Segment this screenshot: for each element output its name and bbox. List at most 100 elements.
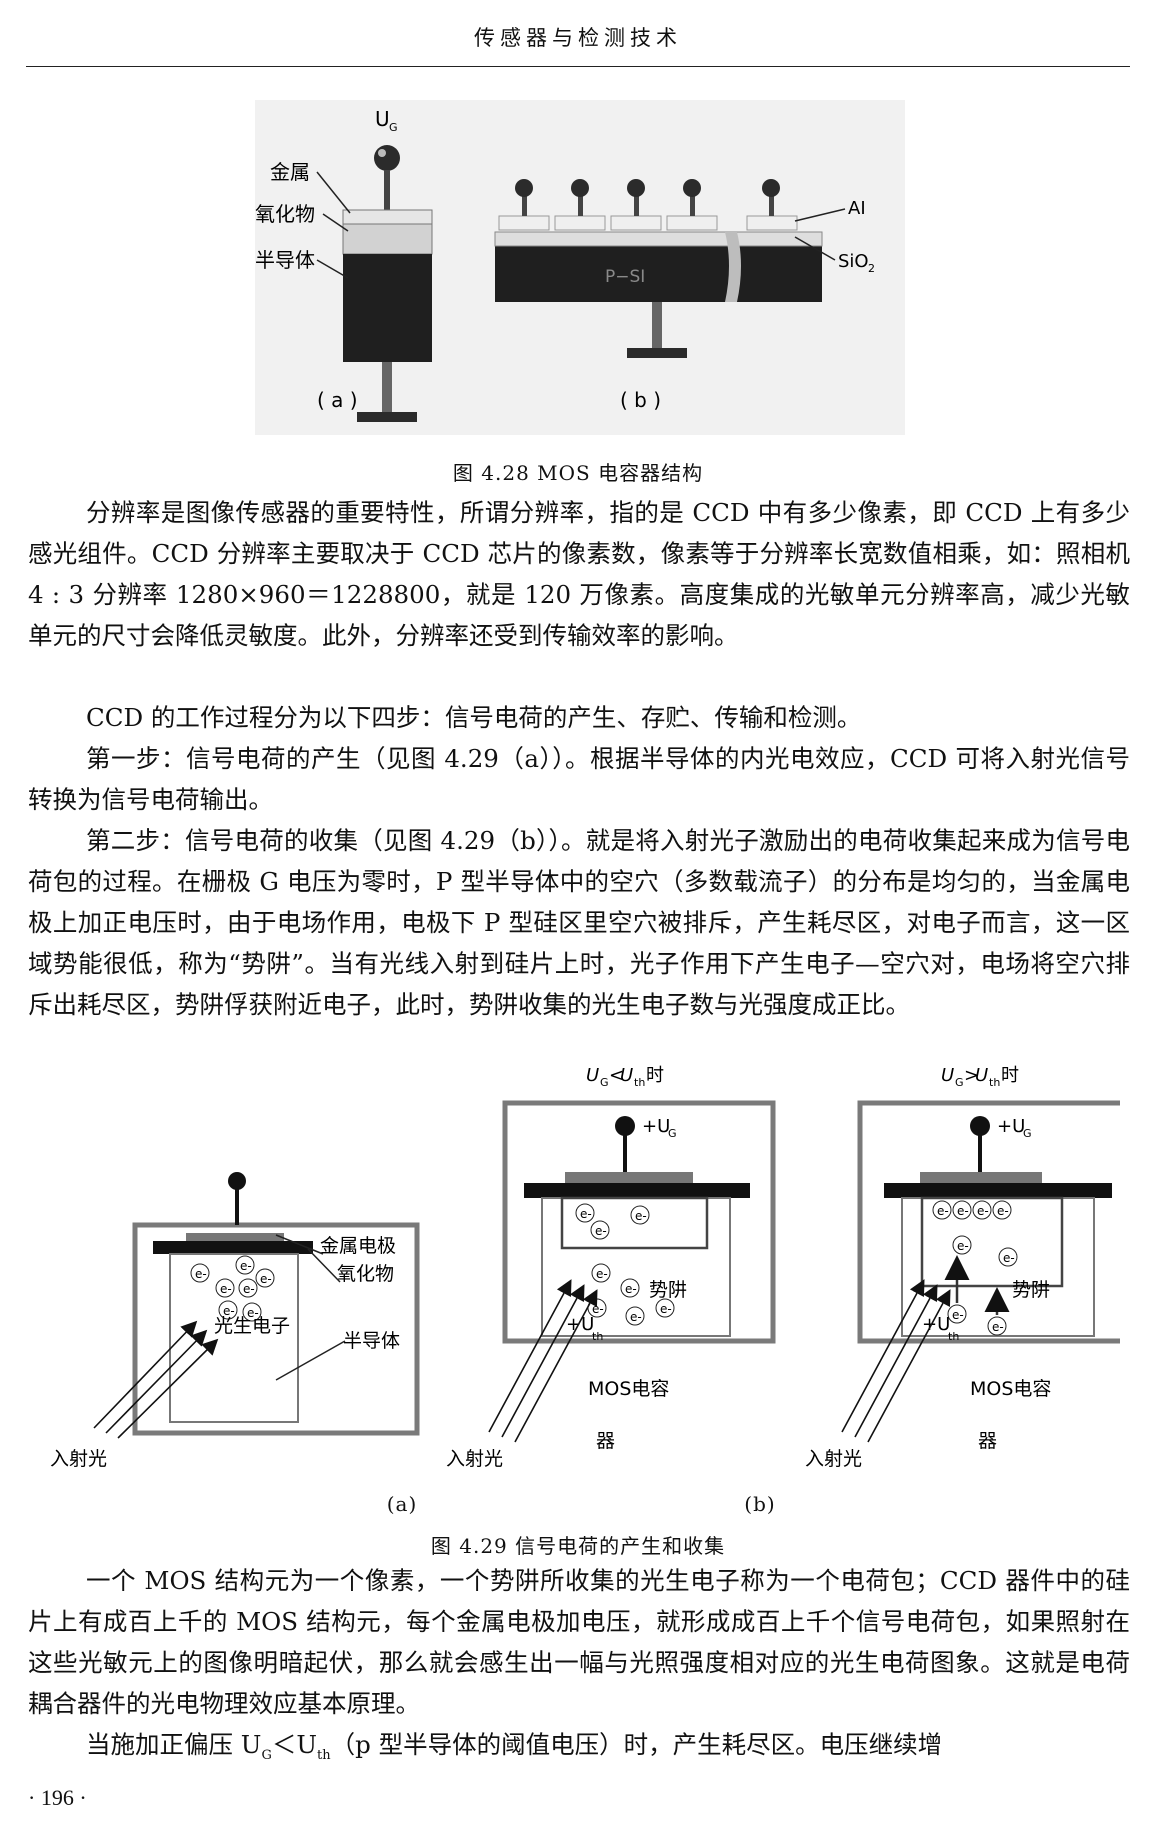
fig428-label-sio2: SiO bbox=[838, 251, 869, 272]
fig429b2-frame bbox=[857, 1100, 1120, 1344]
fig428b-gate-ball bbox=[627, 179, 645, 197]
fig429b1-electrons: e- e- e- e- e- e- e- e- bbox=[575, 1203, 675, 1326]
fig429a-light-ray bbox=[105, 1329, 208, 1434]
electron-label: e- bbox=[592, 1302, 604, 1316]
paragraph-mos-pixel: 一个 MOS 结构元为一个像素，一个势阱所收集的光生电子称为一个电荷包；CCD … bbox=[28, 1566, 1130, 1718]
fig429b2-plus-u-sub: G bbox=[1023, 1127, 1032, 1140]
fig428b-gate-ball bbox=[683, 179, 701, 197]
fig429b1-plus-u: +U bbox=[642, 1116, 670, 1137]
electron-label: e- bbox=[957, 1239, 969, 1253]
page-number: · 196 · bbox=[28, 1785, 87, 1810]
bias-sub-g: G bbox=[261, 1747, 272, 1763]
fig429b2-title-shi: 时 bbox=[1001, 1065, 1019, 1086]
fig429b1-label-uth: +U bbox=[566, 1314, 594, 1335]
fig428-leader-al bbox=[794, 208, 846, 222]
fig429b1-title-u2: U bbox=[620, 1065, 633, 1086]
fig429a-gate-ball bbox=[228, 1172, 246, 1190]
fig428b-gate-balls bbox=[515, 179, 780, 216]
fig429b2-label-incident: 入射光 bbox=[805, 1448, 862, 1470]
electron-label: e- bbox=[957, 1204, 969, 1218]
fig429a-gate-stem bbox=[235, 1188, 239, 1225]
fig428-leader-oxide bbox=[322, 213, 349, 232]
fig429b1-title-u: U bbox=[586, 1065, 599, 1086]
fig429a-leader-semi bbox=[275, 1340, 346, 1381]
fig429b1-label-uth-sub: th bbox=[592, 1330, 603, 1343]
header-title: 传感器与检测技术 bbox=[474, 26, 682, 50]
fig428-subcaption-a: ( a ) bbox=[317, 388, 358, 412]
fig429b1-title-g: G bbox=[600, 1076, 609, 1089]
fig429b2-label-mos1: MOS电容 bbox=[970, 1378, 1051, 1400]
fig429b1-title-shi: 时 bbox=[646, 1065, 664, 1086]
electron-label: e- bbox=[625, 1282, 637, 1296]
fig429a-oxide bbox=[153, 1241, 313, 1254]
electron-label: e- bbox=[937, 1204, 949, 1218]
fig429b2-gate-ball bbox=[970, 1116, 990, 1136]
paragraph-step-one: 第一步：信号电荷的产生（见图 4.29（a））。根据半导体的内光电效应，CCD … bbox=[28, 744, 1130, 814]
bias-text-post: （p 型半导体的阈值电压）时，产生耗尽区。电压继续增 bbox=[330, 1730, 943, 1759]
bias-text-pre: 当施加正偏压 U bbox=[86, 1730, 262, 1759]
electron-label: e- bbox=[260, 1272, 272, 1286]
bias-text-lt: ＜U bbox=[271, 1730, 317, 1759]
fig428b-electrode bbox=[666, 215, 718, 231]
fig429b2-light-ray bbox=[867, 1289, 951, 1443]
fig428b-ground-plate bbox=[627, 348, 687, 358]
fig429b2-metal-electrode bbox=[920, 1172, 1042, 1186]
paragraph-bias: 当施加正偏压 UG＜Uth（p 型半导体的阈值电压）时，产生耗尽区。电压继续增 bbox=[28, 1724, 1130, 1776]
fig429b1-oxide bbox=[524, 1183, 750, 1198]
fig429b2-title-gt: > bbox=[964, 1065, 979, 1086]
fig429b1-label-incident: 入射光 bbox=[446, 1448, 503, 1470]
fig429b1-light-ray bbox=[514, 1289, 598, 1443]
fig429b2-electrons: e- e- e- e- e- e- e- e- bbox=[932, 1200, 1018, 1336]
fig428a-gate-highlight bbox=[378, 149, 386, 157]
fig429b2-title-th: th bbox=[989, 1076, 1000, 1089]
fig428a-ground-stem bbox=[382, 362, 392, 414]
paragraph-ccd-steps: CCD 的工作过程分为以下四步：信号电荷的产生、存贮、传输和检测。 bbox=[86, 703, 862, 732]
fig428a-oxide-layer bbox=[342, 223, 433, 255]
fig429a-light-ray bbox=[117, 1338, 219, 1439]
electron-label: e- bbox=[952, 1308, 964, 1322]
fig429a-label-photoelectron: 光生电子 bbox=[214, 1315, 290, 1337]
fig429b1-label-mos1: MOS电容 bbox=[588, 1378, 669, 1400]
fig428a-gate-stem bbox=[384, 170, 390, 210]
fig429b1-title-lt: < bbox=[609, 1065, 624, 1086]
fig429b1-label-mos2: 器 bbox=[596, 1430, 615, 1452]
fig428b-electrode bbox=[498, 215, 550, 231]
paragraph-resolution: 分辨率是图像传感器的重要特性，所谓分辨率，指的是 CCD 中有多少像素，即 CC… bbox=[28, 498, 1130, 650]
fig429b1-gate-ball bbox=[615, 1116, 635, 1136]
fig429a-label-electrode: 金属电极 bbox=[320, 1235, 396, 1257]
electron-label: e- bbox=[195, 1267, 207, 1281]
fig429b2-title-u: U bbox=[941, 1065, 954, 1086]
electron-label: e- bbox=[595, 1224, 607, 1238]
fig429b2-gate-stem bbox=[978, 1134, 982, 1184]
electron-label: e- bbox=[992, 1320, 1004, 1334]
figure-4-29: e- e- e- e- e- e- e- 光生电子 金属电极 氧化物 半导体 入… bbox=[50, 1065, 1120, 1470]
fig428b-oxide-strip bbox=[494, 231, 823, 247]
fig429a-label-semi: 半导体 bbox=[343, 1330, 400, 1352]
running-header: 传感器与检测技术 bbox=[0, 0, 1156, 67]
fig429b2-oxide bbox=[884, 1183, 1112, 1198]
fig429-panel-b-high: U G > U th 时 +U G e- e- e- e- e- e- e- e… bbox=[805, 1065, 1120, 1470]
fig429a-light-ray bbox=[93, 1320, 198, 1429]
header-rule bbox=[26, 66, 1130, 67]
fig428-leader-sio2 bbox=[794, 236, 836, 261]
electron-label: e- bbox=[997, 1204, 1009, 1218]
fig428b-cut-mark bbox=[725, 232, 741, 302]
bias-sub-th: th bbox=[316, 1747, 331, 1763]
fig429-panel-b-low: U G < U th 时 +U G e- e- e- e- e- e- e- e… bbox=[446, 1065, 776, 1470]
electron-label: e- bbox=[243, 1282, 255, 1296]
figure-4-29-subcaption-b: (b) bbox=[744, 1492, 776, 1516]
fig429a-label-oxide: 氧化物 bbox=[337, 1263, 394, 1285]
fig428-ug-label: U bbox=[375, 107, 390, 131]
fig429b1-title-th: th bbox=[634, 1076, 645, 1089]
electron-label: e- bbox=[220, 1282, 232, 1296]
fig429a-frame bbox=[132, 1222, 420, 1436]
fig429a-electrons: e- e- e- e- e- e- e- bbox=[190, 1255, 275, 1322]
fig429b2-light-ray bbox=[854, 1284, 938, 1438]
electron-label: e- bbox=[1003, 1251, 1015, 1265]
fig428b-electrode bbox=[746, 215, 798, 231]
electron-label: e- bbox=[240, 1259, 252, 1273]
fig429b2-light-ray bbox=[841, 1279, 925, 1433]
fig429b1-label-well: 势阱 bbox=[649, 1279, 687, 1301]
figure-4-29-subcaption-a: (a) bbox=[386, 1492, 418, 1516]
fig428b-electrode bbox=[554, 215, 606, 231]
